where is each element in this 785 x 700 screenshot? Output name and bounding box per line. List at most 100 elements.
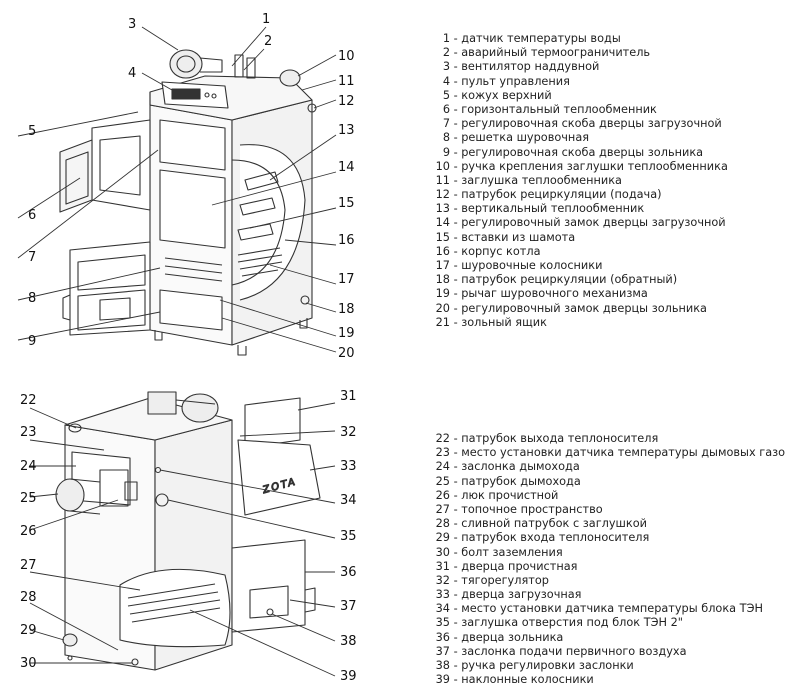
boiler-diagram: ZOTA 1 [17,12,357,684]
callout-35: 35 [340,529,357,544]
legend-text: - заглушка отверстия под блок ТЭН 2" [453,616,683,630]
legend-text: - патрубок выхода теплоносителя [453,432,659,445]
legend-text: - зольный ящик [453,315,547,329]
legend-number: 7 [442,117,450,131]
legend-bottom-item: 33 - дверца загрузочная [420,588,785,602]
legend-number: 20 [435,301,450,315]
legend-text: - аварийный термоограничитель [453,46,651,60]
top-callout-numbers: 1 2 3 4 5 6 7 8 9 10 11 12 13 14 15 16 1… [28,12,355,361]
legend-number: 18 [435,273,450,287]
legend-bottom-item: 36 - дверца зольника [420,631,785,645]
legend-top-item: 8 - решетка шуровочная [420,131,728,145]
callout-15: 15 [338,196,355,211]
bottom-callout-leaders [29,402,336,677]
legend-text: - регулировочный замок дверцы зольника [453,301,707,315]
callout-20: 20 [338,346,355,361]
legend-text: - топочное пространство [453,502,603,516]
callout-25: 25 [20,491,37,506]
legend-top-item: 1 - датчик температуры воды [420,32,728,46]
legend-top-item: 9 - регулировочная скоба дверцы зольника [420,146,728,160]
legend-number: 24 [435,460,450,474]
legend-bottom-item: 24 - заслонка дымохода [420,460,785,474]
callout-17: 17 [338,272,355,287]
legend-text: - вставки из шамота [453,230,576,244]
callout-12: 12 [338,94,355,109]
callout-14: 14 [338,160,355,175]
callout-7: 7 [28,250,36,265]
legend-text: - регулировочная скоба дверцы загрузочно… [453,117,722,131]
legend-number: 11 [435,173,450,187]
legend-top-item: 13 - вертикальный теплообменник [420,202,728,216]
legend-text: - рычаг шуровочного механизма [453,287,648,301]
legend-number: 35 [435,616,450,630]
legend-top-item: 5 - кожух верхний [420,89,728,103]
legend-text: - решетка шуровочная [453,131,590,145]
legend-bottom-item: 23 - место установки датчика температуры… [420,446,785,460]
legend-number: 6 [442,102,450,116]
callout-10: 10 [338,49,355,64]
legend-number: 36 [435,630,450,644]
legend-bottom-item: 35 - заглушка отверстия под блок ТЭН 2" [420,616,785,630]
legend-text: - горизонтальный теплообменник [453,102,657,116]
callout-6: 6 [28,208,36,223]
legend-bottom-item: 27 - топочное пространство [420,503,785,517]
legend-bottom-item: 26 - люк прочистной [420,489,785,503]
callout-26: 26 [20,524,37,539]
callout-30: 30 [20,656,37,671]
legend-text: - патрубок входа теплоносителя [453,531,650,545]
callout-22: 22 [20,393,37,408]
callout-1: 1 [262,12,270,27]
legend-bottom-item: 28 - сливной патрубок с заглушкой [420,517,785,531]
legend-number: 38 [435,659,450,672]
legend-bottom-item: 30 - болт заземления [420,546,785,560]
legend-number: 1 [442,32,450,45]
callout-32: 32 [340,425,357,440]
legend-text: - регулировочная скоба дверцы зольника [453,145,704,159]
legend-text: - пульт управления [453,74,570,88]
legend-text: - кожух верхний [453,88,552,102]
legend-number: 30 [435,545,450,559]
callout-4: 4 [128,66,136,81]
legend-bottom-item: 39 - наклонные колосники [420,673,785,687]
legend-text: - патрубок дымохода [453,474,581,488]
legend-text: - вентилятор наддувной [453,60,600,74]
legend-top-item: 2 - аварийный термоограничитель [420,46,728,60]
legend-text: - люк прочистной [453,488,559,502]
top-callout-leaders [17,26,337,353]
callout-23: 23 [20,425,37,440]
callout-2: 2 [264,34,272,49]
legend-number: 28 [435,517,450,531]
callout-38: 38 [340,634,357,649]
legend-text: - шуровочные колосники [453,259,603,272]
legend-text: - ручка регулировки заслонки [453,659,634,672]
legend-bottom-item: 32 - тягорегулятор [420,574,785,588]
callout-3: 3 [128,17,136,32]
legend-number: 34 [435,602,450,616]
top-boiler-drawing [59,49,317,356]
callout-24: 24 [20,459,37,474]
legend-number: 9 [442,145,450,159]
legend-number: 10 [435,159,450,173]
legend-number: 29 [435,531,450,545]
legend-number: 3 [442,60,450,74]
legend-text: - место установки датчика температуры ды… [453,446,785,460]
legend-text: - заслонка подачи первичного воздуха [453,644,687,658]
legend-number: 8 [442,131,450,145]
callout-31: 31 [340,389,357,404]
legend-text: - заслонка дымохода [453,460,580,474]
legend-text: - наклонные колосники [453,673,594,687]
legend-bottom-item: 31 - дверца прочистная [420,560,785,574]
legend-bottom-item: 38 - ручка регулировки заслонки [420,659,785,673]
legend-top-item: 15 - вставки из шамота [420,231,728,245]
legend-number: 16 [435,244,450,258]
legend-number: 19 [435,287,450,301]
legend-text: - место установки датчика температуры бл… [453,602,763,616]
legend-number: 17 [435,259,450,272]
legend-number: 22 [435,432,450,445]
legend-number: 33 [435,588,450,602]
legend-bottom-item: 37 - заслонка подачи первичного воздуха [420,645,785,659]
legend-top-item: 11 - заглушка теплообменника [420,174,728,188]
legend-text: - регулировочный замок дверцы загрузочно… [453,216,726,230]
callout-9: 9 [28,334,36,349]
